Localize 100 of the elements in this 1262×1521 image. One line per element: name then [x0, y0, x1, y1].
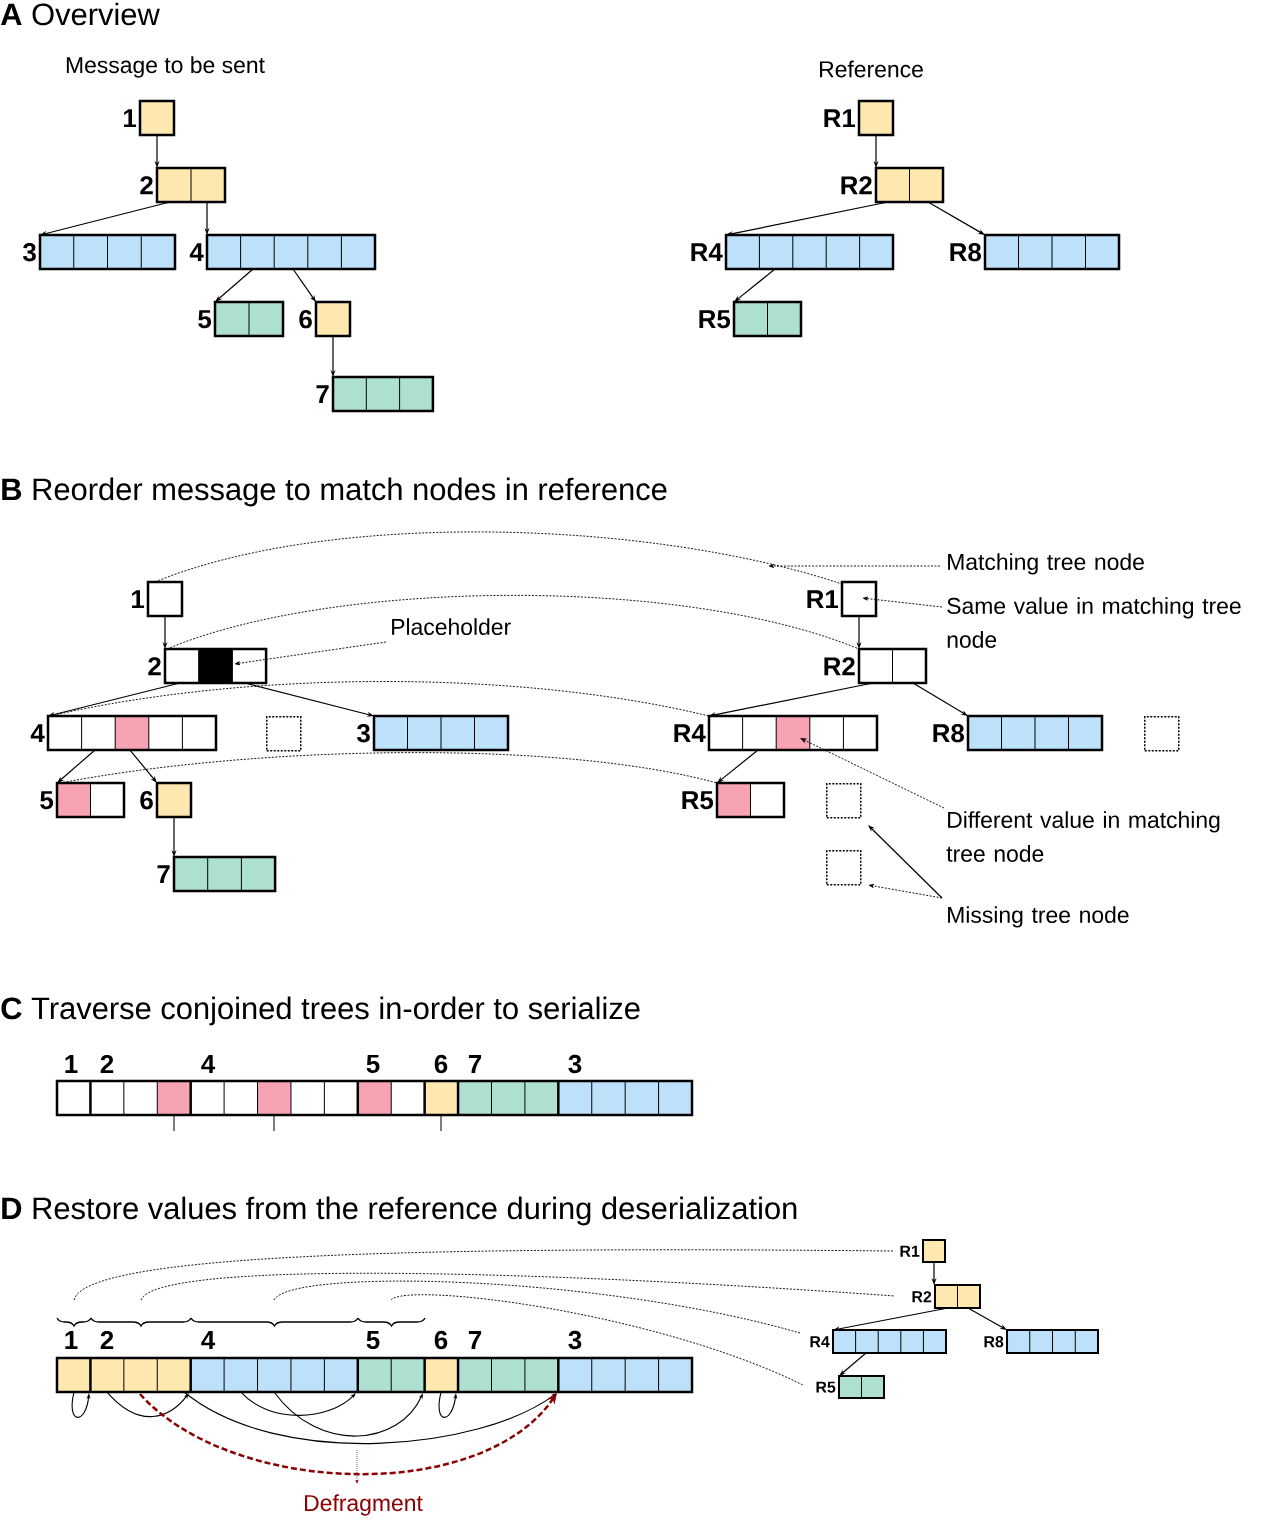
- node-label: 7: [157, 865, 170, 884]
- node-number: 3: [568, 1330, 582, 1350]
- arrow: [967, 1307, 1007, 1330]
- tree-node: R2: [824, 647, 928, 685]
- tree-node: R8: [933, 714, 1104, 752]
- section-heading: B Reorder message to match nodes in reference: [2, 477, 667, 507]
- node-number: 4: [201, 1331, 216, 1349]
- node-label: R2: [841, 176, 872, 195]
- arrow: [129, 749, 157, 783]
- node-number: 7: [468, 1331, 482, 1349]
- arrow: [927, 201, 985, 235]
- section-heading: D Restore values from the reference during deserialization: [2, 1196, 797, 1226]
- tree-node: 6: [140, 781, 193, 819]
- node-number: 2: [100, 1054, 114, 1074]
- node-label: 3: [356, 724, 370, 743]
- missing-node: [826, 783, 862, 819]
- tree-node: 1: [132, 580, 184, 618]
- leader-line: [800, 738, 945, 809]
- tree-node: R1: [807, 580, 878, 618]
- label: Defragment: [305, 1494, 423, 1516]
- tree-node: R5: [682, 781, 786, 819]
- node-label: 5: [40, 791, 54, 810]
- node-label: 4: [30, 724, 45, 743]
- node-label: R1: [900, 1245, 920, 1257]
- node-number: 1: [65, 1055, 78, 1073]
- tree-node: 6: [299, 300, 352, 338]
- node-number: 4: [201, 1055, 216, 1073]
- arrow: [215, 268, 254, 302]
- node-label: R4: [691, 243, 723, 262]
- node-label: 1: [124, 109, 137, 128]
- arrow: [292, 268, 316, 302]
- arrow: [57, 749, 96, 783]
- leader-line: [234, 641, 387, 666]
- tree-node: R5: [699, 300, 803, 338]
- node-label: R4: [810, 1336, 830, 1348]
- node-label: 1: [132, 590, 145, 609]
- arrow: [717, 749, 759, 783]
- tree-node: R2: [841, 166, 945, 204]
- node-number: 7: [468, 1055, 482, 1073]
- node-label: R5: [682, 791, 714, 810]
- dotted-connector: [390, 1294, 804, 1386]
- tree-node: 3: [23, 233, 177, 271]
- label: Reference: [820, 60, 923, 78]
- tree-node: R4: [810, 1329, 947, 1354]
- label: Message to be sent: [66, 56, 265, 78]
- dotted-connector: [273, 1280, 801, 1334]
- node-number: 2: [100, 1330, 114, 1350]
- tree-node: R5: [816, 1375, 885, 1399]
- callout-text: Matching tree node: [948, 553, 1144, 575]
- node-label: 4: [189, 243, 204, 262]
- node-label: R4: [674, 724, 706, 743]
- tree-node: R8: [950, 233, 1121, 271]
- node-number: 6: [434, 1330, 448, 1350]
- section-heading: C Traverse conjoined trees in-order to serialize: [1, 996, 640, 1026]
- missing-node: [826, 850, 862, 886]
- dotted-connector: [140, 1272, 896, 1301]
- node-label: R5: [699, 310, 731, 329]
- node-number: 1: [65, 1331, 78, 1349]
- dotted-connector: [73, 1249, 894, 1301]
- node-label: 3: [22, 243, 36, 262]
- node-label: 5: [198, 310, 212, 329]
- tree-node: R1: [900, 1239, 946, 1263]
- node-label: R1: [807, 590, 839, 609]
- node-label: R1: [824, 109, 856, 128]
- node-label: 6: [299, 310, 312, 329]
- node-number: 3: [568, 1054, 582, 1074]
- node-label: R8: [933, 724, 965, 743]
- node-label: 2: [140, 176, 153, 195]
- tree-node: R4: [674, 714, 879, 752]
- callout-text: Same value in matching tree node: [947, 597, 1241, 648]
- tree-node: 3: [357, 714, 510, 752]
- missing-node: [266, 716, 302, 752]
- node-label: 7: [316, 385, 329, 404]
- arrow: [912, 682, 968, 716]
- callout-text: Placeholder: [392, 618, 511, 636]
- node-label: 2: [148, 657, 161, 676]
- tree-node: 4: [30, 714, 218, 752]
- dotted-connector: [166, 594, 860, 650]
- dotted-connector: [154, 531, 843, 585]
- tree-node: 7: [316, 375, 435, 413]
- leader-line: [868, 825, 943, 899]
- tree-node: 1: [124, 99, 176, 137]
- tree-node: R1: [824, 99, 895, 137]
- node-label: R5: [816, 1381, 836, 1393]
- node-number: 6: [434, 1054, 448, 1074]
- callout-text: Different value in matching tree node: [946, 811, 1220, 862]
- node-number: 5: [366, 1330, 380, 1350]
- leader-line: [768, 564, 941, 568]
- tree-node: 2: [140, 166, 227, 204]
- leader-line: [868, 884, 943, 899]
- tree-node: 7: [157, 855, 277, 893]
- node-label: R8: [950, 243, 982, 262]
- missing-node: [1144, 716, 1180, 752]
- tree-node: R2: [912, 1284, 981, 1309]
- tree-node: R4: [691, 233, 895, 271]
- tree-node: R8: [984, 1329, 1099, 1354]
- node-label: R8: [984, 1336, 1004, 1348]
- dotted-connector: [49, 681, 710, 717]
- section-heading: A Overview: [0, 2, 160, 26]
- tree-node: 2: [148, 647, 268, 685]
